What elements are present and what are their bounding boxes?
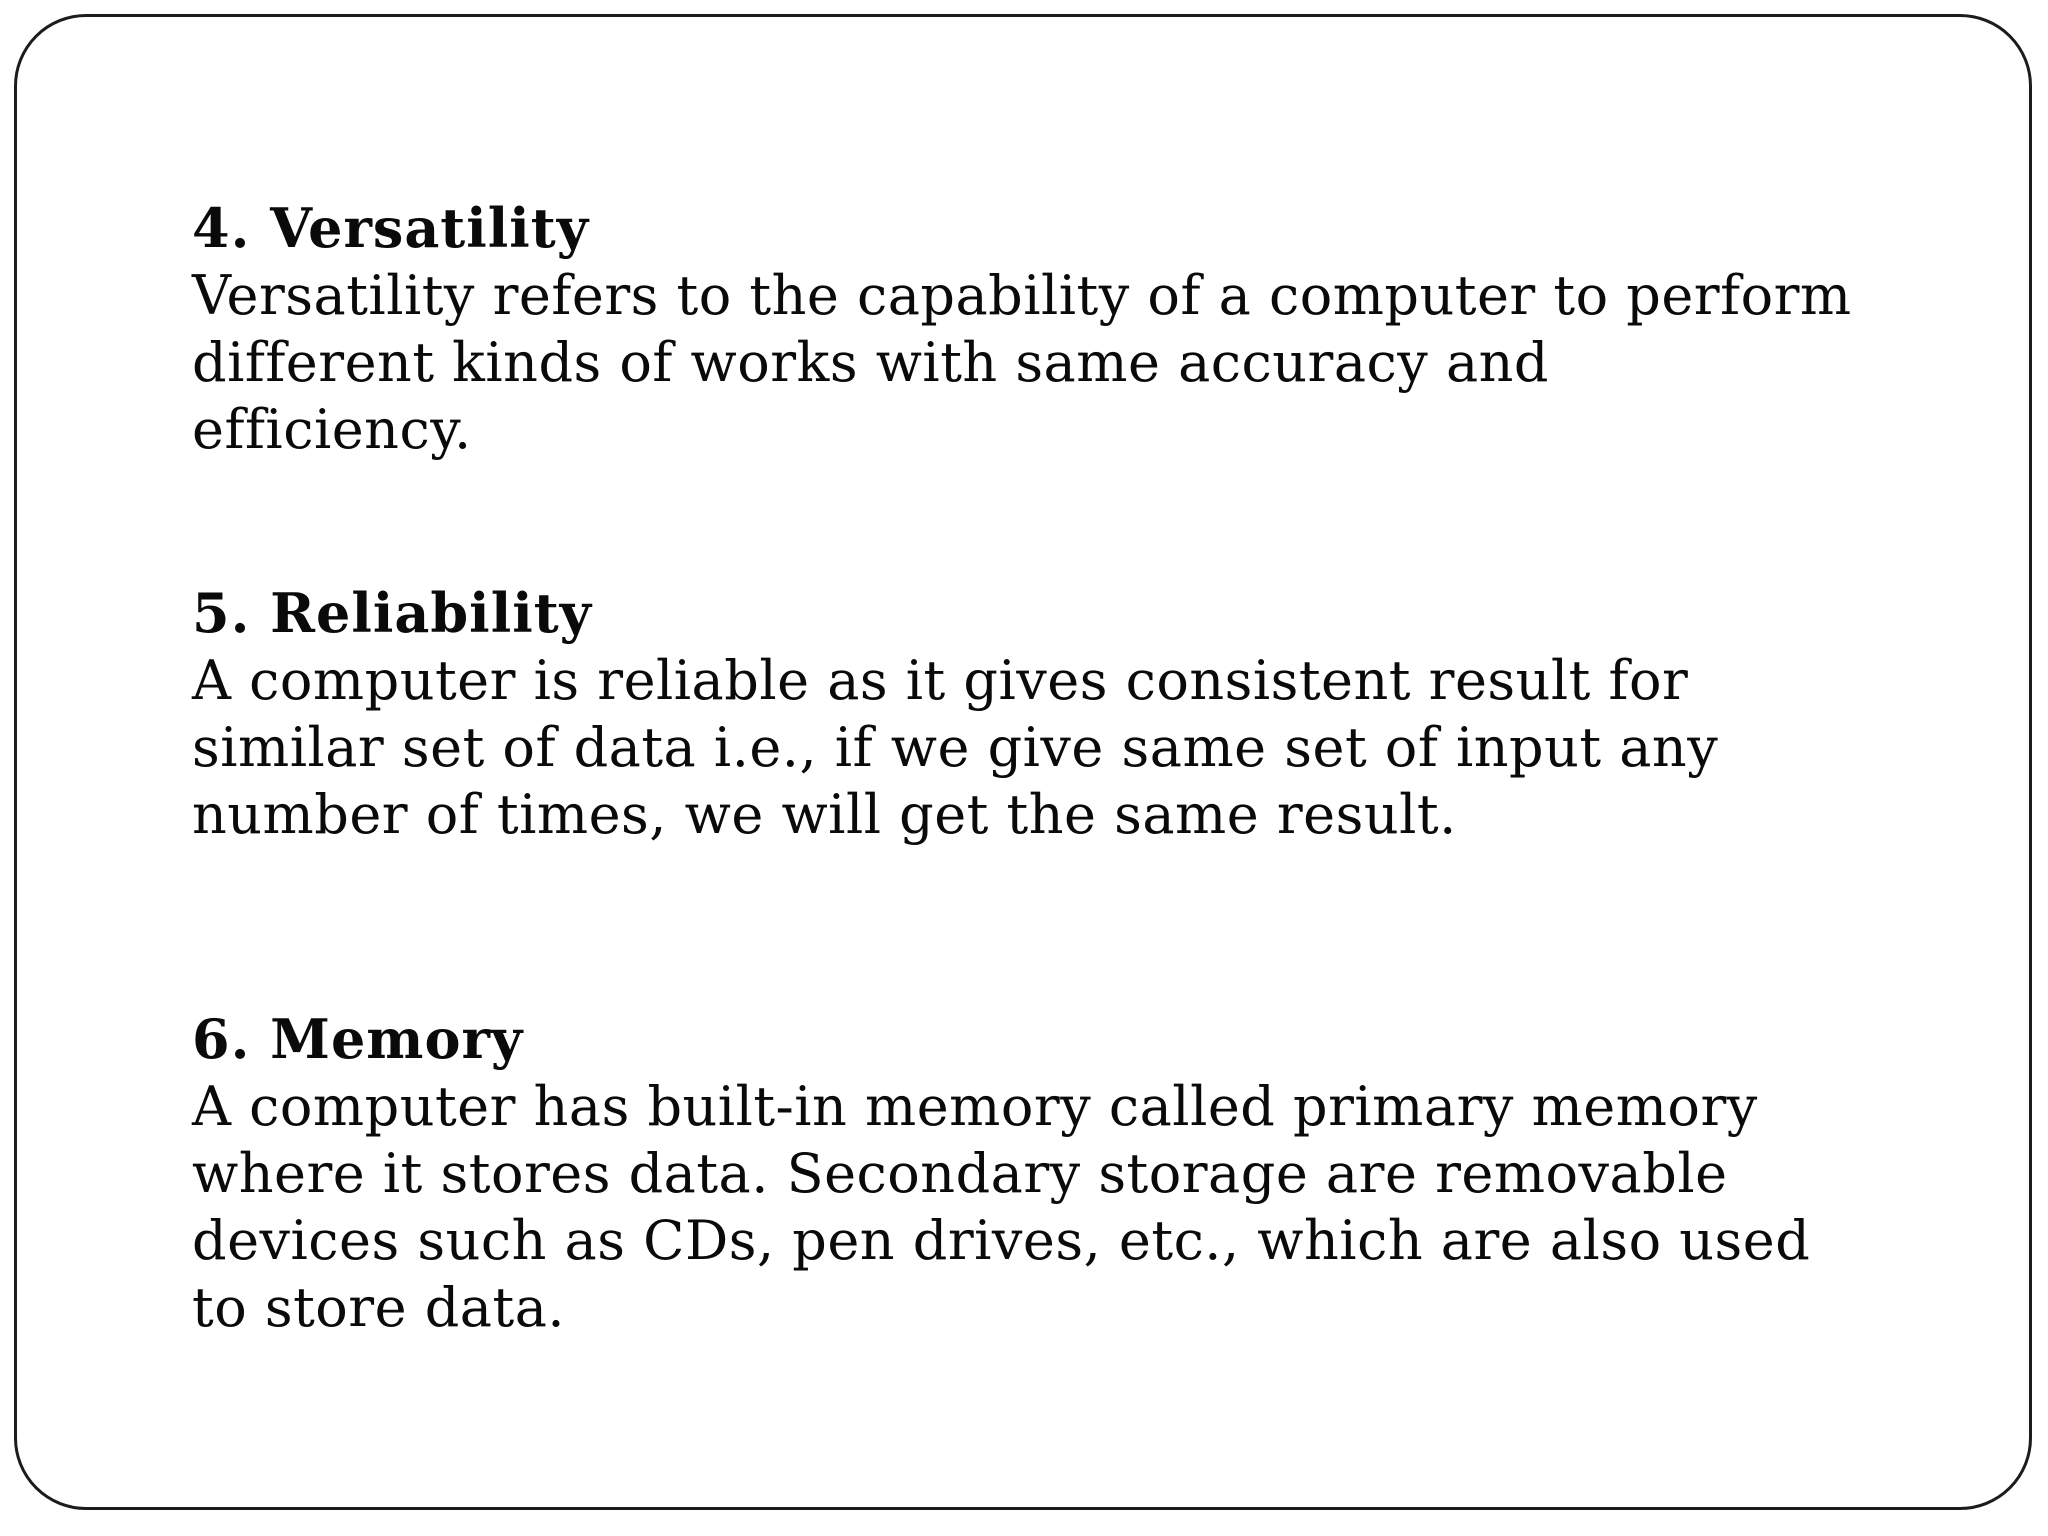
section-body-reliability: A computer is reliable as it gives consi… <box>192 649 1719 846</box>
section-body-versatility: Versatility refers to the capability of … <box>192 264 1852 461</box>
slide-border: 4. Versatility Versatility refers to the… <box>14 14 2032 1510</box>
section-heading-memory: 6. Memory <box>192 1007 524 1071</box>
section-reliability: 5. Reliability A computer is reliable as… <box>192 580 2048 848</box>
section-heading-versatility: 4. Versatility <box>192 196 590 260</box>
section-heading-reliability: 5. Reliability <box>192 581 593 645</box>
section-versatility: 4. Versatility Versatility refers to the… <box>192 195 2048 463</box>
section-body-memory: A computer has built-in memory called pr… <box>192 1075 1811 1339</box>
slide-text-block: 4. Versatility Versatility refers to the… <box>192 195 2048 1341</box>
section-memory: 6. Memory A computer has built-in memory… <box>192 1006 2048 1341</box>
